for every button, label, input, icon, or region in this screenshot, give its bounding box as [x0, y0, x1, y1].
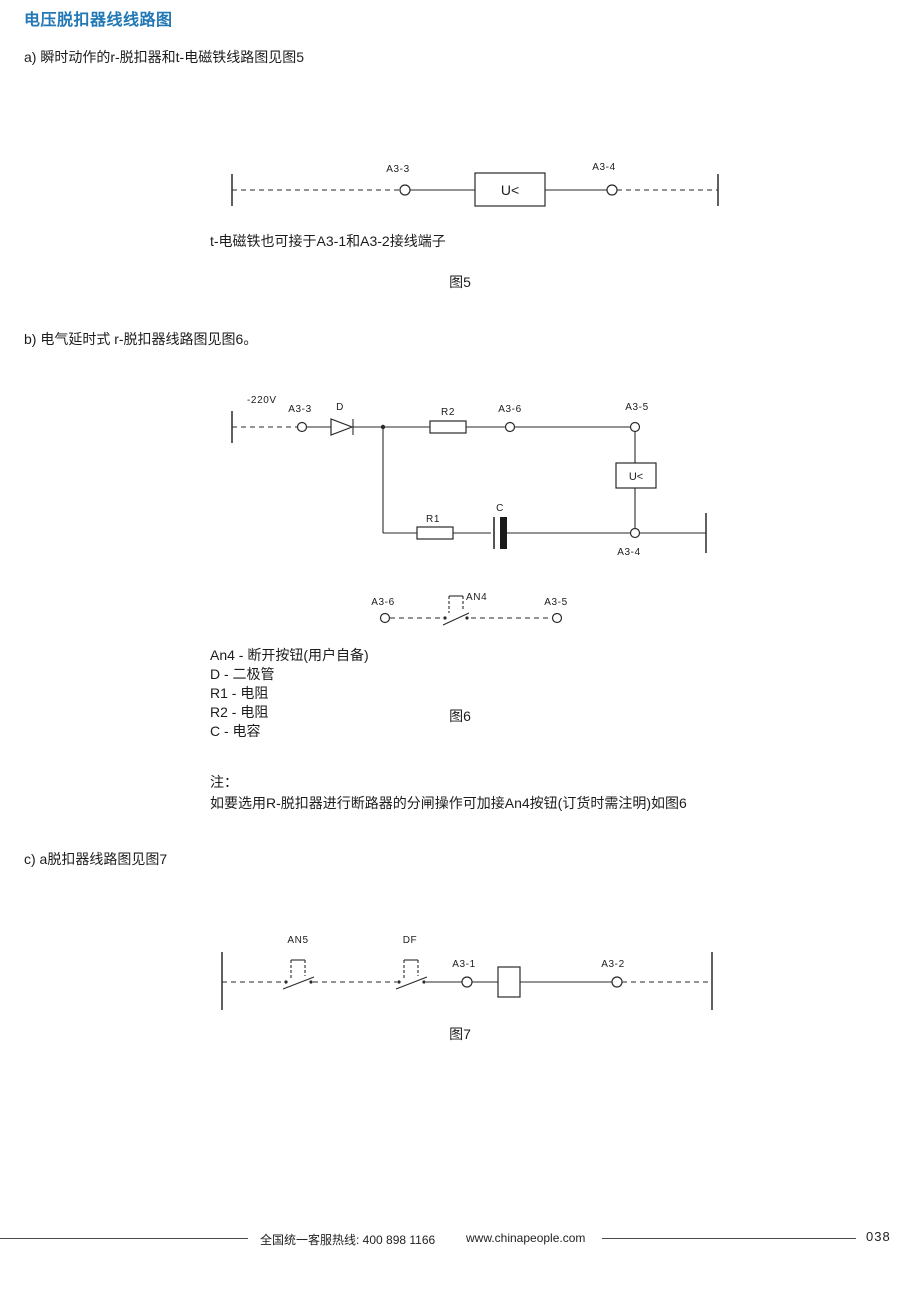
- fig5-label-a3-3: A3-3: [386, 164, 410, 175]
- fig6-label-a3-5: A3-5: [625, 402, 649, 413]
- fig5-terminal-a3-3: [399, 184, 411, 196]
- fig7-terminal-a3-1: [461, 976, 473, 988]
- fig7-an5-contact-dot: [309, 980, 313, 984]
- fig6-sub-label-an4: AN4: [466, 592, 487, 603]
- fig7-terminal-a3-2: [611, 976, 623, 988]
- fig6-an4-contact: [442, 612, 470, 626]
- fig7-release-coil-box: [497, 966, 521, 998]
- fig5-wires: [231, 174, 719, 206]
- fig6-label-r1: R1: [426, 514, 440, 525]
- footer-website: www.chinapeople.com: [466, 1231, 586, 1245]
- fig6-resistor-r1-symbol: [416, 526, 454, 540]
- legend-item-r1: R1 - 电阻: [210, 685, 269, 701]
- note-body: 如要选用R-脱扣器进行断路器的分闸操作可加接An4按钮(订货时需注明)如图6: [210, 795, 687, 811]
- fig7-an5-button-symbol: AN5: [282, 935, 315, 990]
- fig6-junction-dot: [380, 424, 386, 430]
- page-title: 电压脱扣器线线路图: [24, 12, 173, 29]
- legend-item-d: D - 二极管: [210, 666, 275, 682]
- fig6-sub-label-a3-5: A3-5: [544, 597, 568, 608]
- fig7-label-df: DF: [403, 935, 418, 946]
- figure-7-circuit: AN5 DF A3-1 A3-2: [221, 935, 713, 1010]
- fig7-an5-contact: [282, 976, 315, 990]
- fig6-capacitor-plate-thick: [500, 517, 507, 549]
- footer-rule-left: [0, 1238, 248, 1239]
- fig6-resistor-r2-symbol: [429, 420, 467, 434]
- fig6-diode-symbol: [330, 418, 354, 436]
- section-b-heading: b) 电气延时式 r-脱扣器线路图见图6。: [24, 331, 258, 347]
- figure-5-note: t-电磁铁也可接于A3-1和A3-2接线端子: [210, 233, 446, 249]
- fig6-sub-label-a3-6: A3-6: [371, 597, 395, 608]
- fig6-an4-subcircuit: A3-6 AN4 A3-5: [371, 592, 568, 626]
- fig6-wires: [231, 411, 707, 553]
- fig7-label-a3-1: A3-1: [452, 959, 476, 970]
- section-c-heading: c) a脱扣器线路图见图7: [24, 851, 168, 867]
- legend-item-an4: An4 - 断开按钮(用户自备): [210, 647, 369, 663]
- fig6-sub-terminal-a3-6: [379, 612, 391, 624]
- fig6-terminal-a3-3: [296, 421, 308, 433]
- fig6-terminal-a3-6: [504, 421, 516, 433]
- fig7-df-contact: [395, 976, 428, 990]
- fig6-sub-terminal-a3-5: [551, 612, 563, 624]
- fig6-device-label: U<: [629, 471, 643, 483]
- fig5-terminal-a3-4: [606, 184, 618, 196]
- legend-item-c: C - 电容: [210, 723, 261, 739]
- fig6-label-r2: R2: [441, 407, 455, 418]
- fig7-df-button-symbol: DF: [395, 935, 428, 990]
- fig6-label-diode: D: [336, 402, 344, 413]
- fig6-label-a3-4: A3-4: [617, 547, 641, 558]
- fig7-label-a3-2: A3-2: [601, 959, 625, 970]
- fig6-label-capacitor: C: [496, 503, 504, 514]
- fig6-label-a3-3: A3-3: [288, 404, 312, 415]
- footer-hotline: 全国统一客服热线: 400 898 1166: [260, 1233, 436, 1247]
- fig7-df-contact-dot: [422, 980, 426, 984]
- fig6-an4-contact-dot: [465, 616, 469, 620]
- legend-item-r2: R2 - 电阻: [210, 704, 269, 720]
- fig5-device-label: U<: [501, 182, 519, 198]
- fig6-terminal-a3-5: [629, 421, 641, 433]
- fig5-label-a3-4: A3-4: [592, 162, 616, 173]
- figure-5-circuit: A3-3 A3-4 U<: [231, 162, 719, 207]
- figure-6-circuit: -220V A3-3 D R2 A3-6 A3-5 U< R1 C A3-4 A…: [231, 395, 707, 626]
- section-a-heading: a) 瞬时动作的r-脱扣器和t-电磁铁线路图见图5: [24, 49, 304, 65]
- fig6-label-a3-6: A3-6: [498, 404, 522, 415]
- fig7-wires: [221, 952, 713, 1010]
- fig5-undervoltage-release-box: [474, 172, 546, 207]
- footer-rule-right: [602, 1238, 856, 1239]
- figure-5-caption: 图5: [449, 274, 471, 290]
- figure-6-caption: 图6: [449, 708, 471, 724]
- fig6-undervoltage-release-box: [615, 462, 657, 489]
- fig7-label-an5: AN5: [287, 935, 308, 946]
- fig6-terminal-a3-4: [629, 527, 641, 539]
- page-number: 038: [866, 1229, 891, 1244]
- fig6-an4-contact-dot: [443, 616, 447, 620]
- fig6-supply-label: -220V: [247, 395, 277, 406]
- fig7-an5-contact-dot: [284, 980, 288, 984]
- figure-7-caption: 图7: [449, 1026, 471, 1042]
- fig7-df-contact-dot: [397, 980, 401, 984]
- note-label: 注：: [210, 774, 238, 790]
